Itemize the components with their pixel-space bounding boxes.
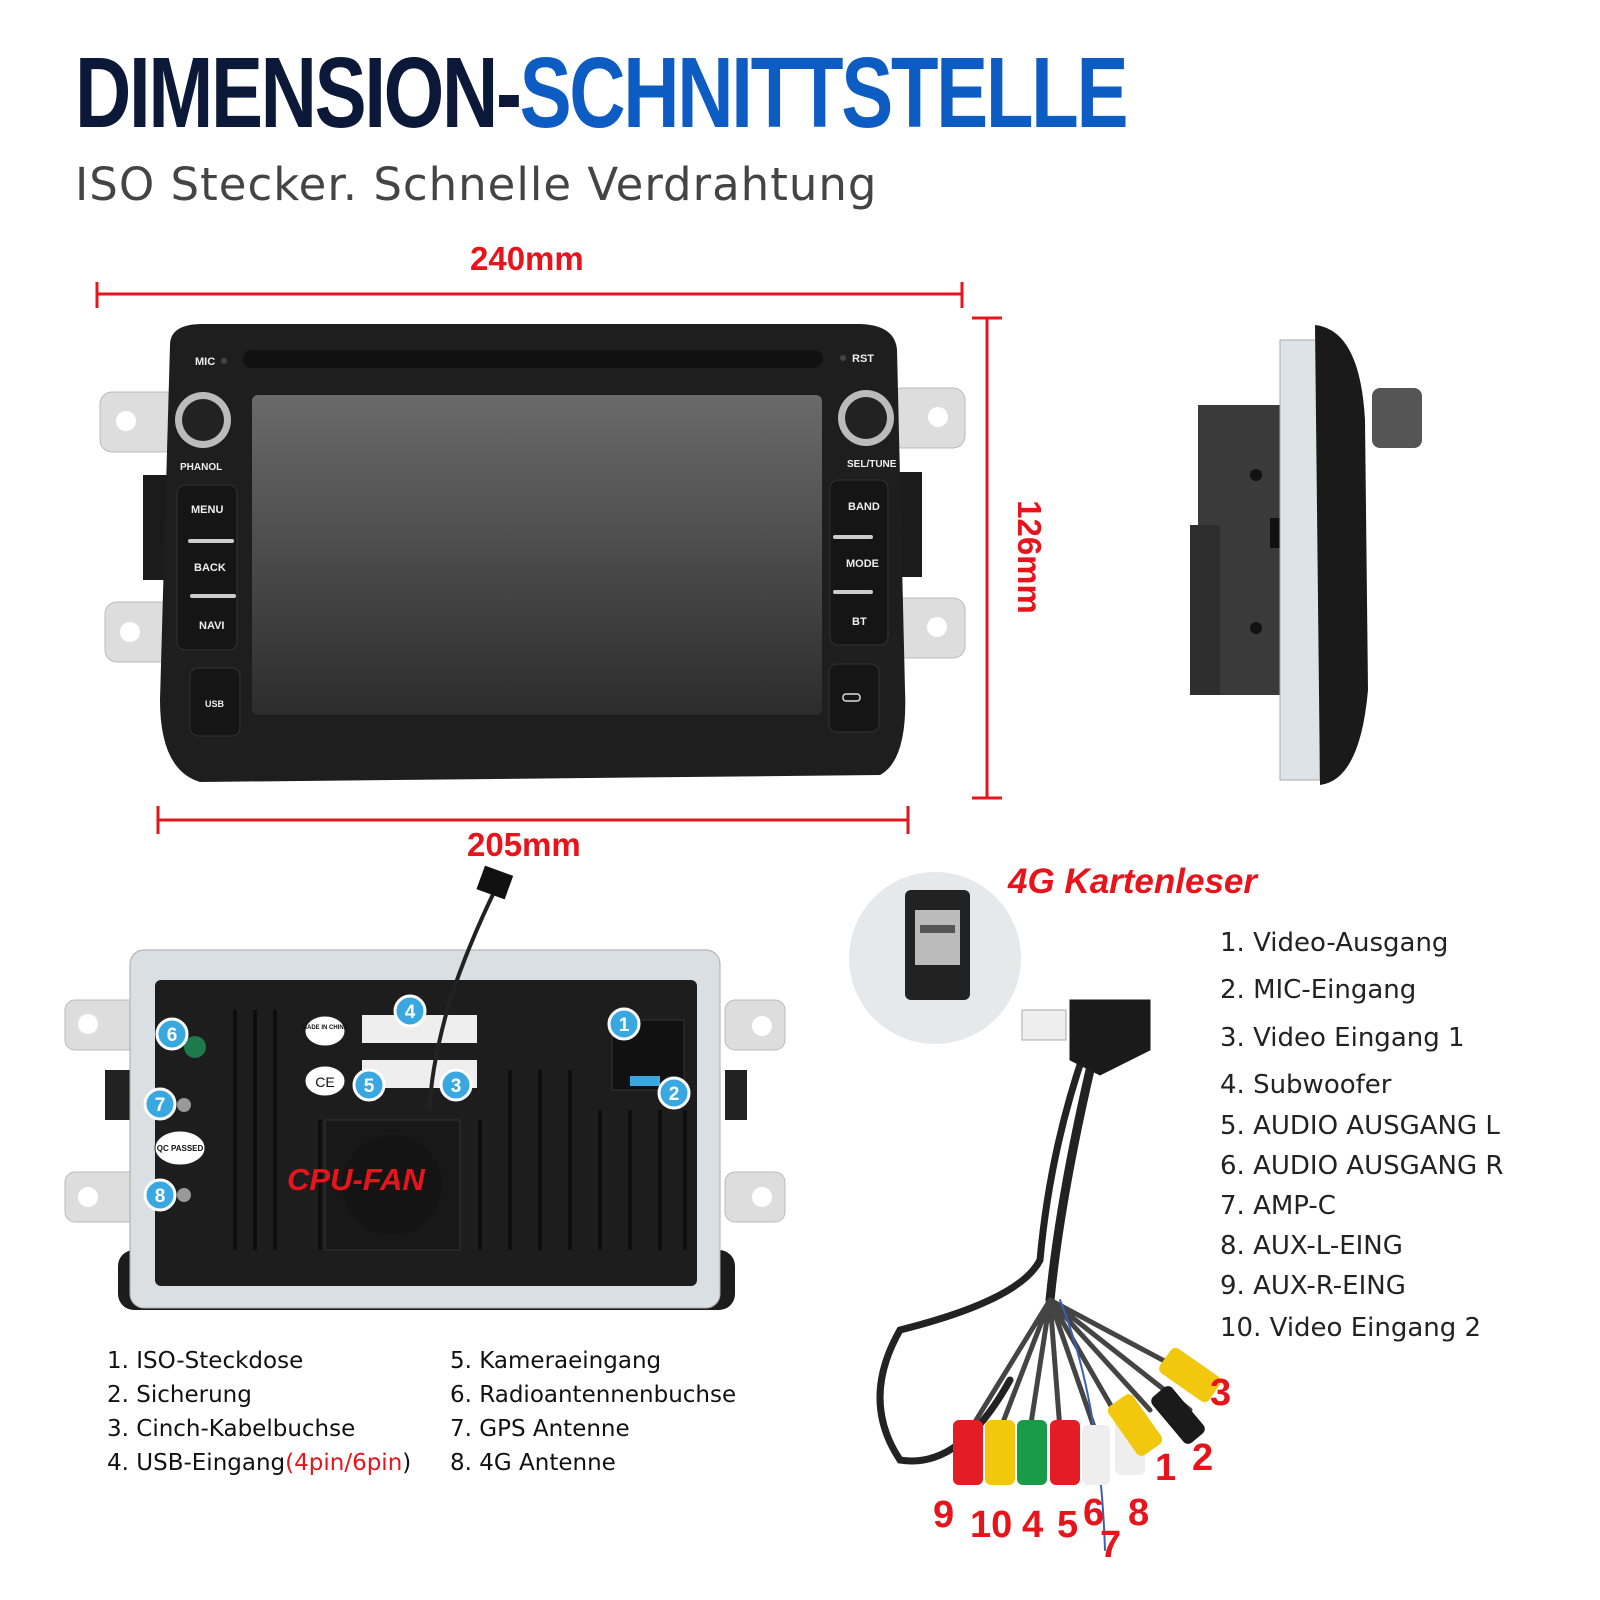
cpu-fan-label: CPU-FAN: [287, 1162, 425, 1197]
legend-item: 6. Radioantennenbuchse: [450, 1382, 737, 1408]
legend-item: 2. Sicherung: [107, 1382, 252, 1408]
cable-legend-item: 8. AUX-L-EING: [1220, 1231, 1403, 1261]
legend-item-usb: 4. USB-Eingang(4pin/6pin): [107, 1450, 411, 1476]
bt-button[interactable]: BT: [852, 616, 867, 628]
heat-sink-fins: [233, 1010, 687, 1250]
cable-legend-item: 5. AUDIO AUSGANG L: [1220, 1111, 1500, 1141]
port-badge-1: [607, 1007, 641, 1041]
cable-number-4: 4: [1022, 1504, 1043, 1546]
port-badge-number: 5: [364, 1076, 375, 1097]
port-badge-number: 1: [619, 1015, 630, 1036]
mic-label: MIC: [195, 356, 215, 368]
port-badge-3: [439, 1068, 473, 1102]
cable-number-5: 5: [1057, 1504, 1078, 1546]
title-part1: DIMENSION-: [75, 37, 522, 149]
cable-number-3: 3: [1210, 1372, 1231, 1414]
cable-harness: [876, 999, 1203, 1551]
left-knob-label: PHANOL: [180, 462, 222, 473]
cable-legend-item: 4. Subwoofer: [1220, 1070, 1392, 1100]
usb-pin-highlight: 4pin/6pin: [294, 1450, 403, 1476]
usb-c-port-icon: [842, 693, 861, 702]
port-badge-8: [143, 1178, 177, 1212]
port-badge-4: [393, 994, 427, 1028]
port-badge-number: 8: [155, 1186, 166, 1207]
cable-legend-item: 2. MIC-Eingang: [1220, 975, 1417, 1005]
legend-item: 8. 4G Antenne: [450, 1450, 616, 1476]
cable-number-10: 10: [970, 1504, 1012, 1546]
subtitle: ISO Stecker. Schnelle Verdrahtung: [75, 158, 878, 211]
legend-item: 7. GPS Antenne: [450, 1416, 630, 1442]
legend-item: 3. Cinch-Kabelbuchse: [107, 1416, 356, 1442]
page-title: DIMENSION-SCHNITTSTELLE: [75, 37, 1129, 149]
head-unit-back: MADE IN CHINA CE QC PASSED CPU-FAN 1 2 3 4 5…: [64, 865, 786, 1310]
cable-legend-item: 7. AMP-C: [1220, 1191, 1336, 1221]
port-badge-number: 2: [669, 1084, 680, 1105]
usb-label: 4. USB-Eingang: [107, 1450, 286, 1476]
dimension-lines: [95, 282, 1002, 834]
port-badge-number: 6: [167, 1025, 178, 1046]
mode-button[interactable]: MODE: [846, 558, 879, 570]
band-button[interactable]: BAND: [848, 501, 880, 513]
dimension-width-top: 240mm: [470, 240, 584, 277]
cable-number-1: 1: [1155, 1447, 1176, 1489]
cable-number-8: 8: [1128, 1492, 1149, 1534]
port-badge-2: [657, 1076, 691, 1110]
ce-sticker: CE: [315, 1074, 334, 1090]
rca-plugs: [953, 1347, 1221, 1485]
back-button[interactable]: BACK: [194, 562, 226, 574]
paren: (: [285, 1450, 295, 1476]
cable-number-7: 7: [1100, 1524, 1121, 1566]
cable-legend-item: 1. Video-Ausgang: [1220, 928, 1449, 958]
port-badge-number: 3: [451, 1076, 462, 1097]
legend-item: 1. ISO-Steckdose: [107, 1348, 304, 1374]
right-knob-label: SEL/TUNE: [847, 459, 897, 470]
rst-label: RST: [852, 353, 874, 365]
navi-button[interactable]: NAVI: [199, 620, 224, 632]
cable-legend-item: 9. AUX-R-EING: [1220, 1271, 1406, 1301]
dimension-width-bottom: 205mm: [467, 826, 581, 863]
cable-legend-item: 10. Video Eingang 2: [1220, 1313, 1482, 1343]
legend-item: 5. Kameraeingang: [450, 1348, 662, 1374]
cable-number-2: 2: [1192, 1437, 1213, 1479]
port-badge-7: [143, 1087, 177, 1121]
port-badge-6: [155, 1017, 189, 1051]
cable-number-6: 6: [1083, 1492, 1104, 1534]
head-unit-front: MIC RST PHANOL SEL/TUNE MENU BACK NAVI B…: [99, 324, 966, 782]
card-reader-photo: [849, 872, 1021, 1044]
cable-legend-item: 3. Video Eingang 1: [1220, 1023, 1465, 1053]
port-badges: 1 2 3 4 5 6 7 8: [143, 994, 691, 1212]
port-badge-5: [352, 1068, 386, 1102]
port-badge-number: 4: [405, 1002, 416, 1023]
cable-number-9: 9: [933, 1494, 954, 1536]
paren: ): [402, 1450, 412, 1476]
port-badge-number: 7: [155, 1095, 166, 1116]
cable-legend-item: 6. AUDIO AUSGANG R: [1220, 1151, 1504, 1181]
usb-port-label: USB: [205, 699, 225, 709]
qc-sticker: QC PASSED: [157, 1144, 204, 1153]
menu-button[interactable]: MENU: [191, 504, 223, 516]
head-unit-side: [1190, 325, 1422, 785]
card-reader-label: 4G Kartenleser: [1008, 862, 1258, 901]
made-in-china-sticker: MADE IN CHINA: [302, 1025, 349, 1031]
title-part2: SCHNITTSTELLE: [519, 37, 1129, 149]
